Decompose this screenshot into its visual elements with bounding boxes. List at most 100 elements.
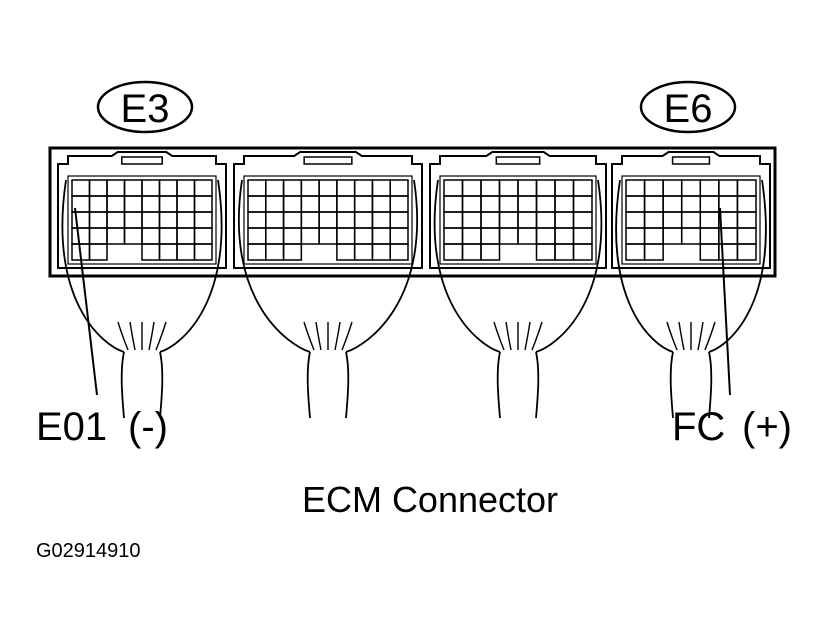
terminal-polarity-fc: (+): [742, 405, 792, 449]
harness-cable: [306, 351, 350, 419]
pin-cell: [336, 179, 356, 197]
harness-wire: [493, 321, 505, 351]
pin-cell: [498, 227, 519, 245]
pin-grid: [443, 179, 593, 261]
pin-cell: [443, 227, 464, 245]
pin-cell: [141, 195, 161, 213]
pin-cell: [625, 211, 646, 229]
pin-cell: [480, 195, 501, 213]
figure-code: G02914910: [36, 540, 141, 562]
pin-cell: [318, 227, 338, 245]
harness-right-arc: [708, 179, 767, 353]
pin-cell: [158, 195, 178, 213]
pin-cell: [176, 211, 196, 229]
harness-wire: [315, 321, 322, 351]
pin-cell: [176, 179, 196, 197]
pin-cell: [106, 179, 126, 197]
pin-cell: [106, 211, 126, 229]
pin-cell: [389, 179, 409, 197]
pin-cell: [680, 211, 702, 229]
pin-cell: [282, 227, 303, 245]
pin-cell: [371, 211, 391, 229]
pin-cell: [193, 179, 213, 197]
pin-cell: [247, 227, 267, 245]
harness-wire: [505, 321, 512, 351]
harness-wire: [678, 321, 685, 351]
pin-cell: [662, 211, 683, 229]
pin-cell: [572, 243, 593, 261]
connector-id-left: E3: [121, 87, 170, 131]
pin-cell: [643, 211, 664, 229]
harness-cable: [496, 351, 540, 419]
pin-cell: [443, 243, 464, 261]
harness-wire: [666, 321, 678, 351]
pin-cell: [88, 243, 108, 261]
pin-cell: [158, 211, 178, 229]
block-latch: [495, 156, 541, 165]
pin-cell: [736, 243, 757, 261]
connector-id-right: E6: [664, 87, 713, 131]
pin-cell: [680, 179, 702, 197]
pin-cell: [535, 227, 556, 245]
harness-left-arc: [237, 179, 311, 353]
pin-cell: [71, 227, 91, 245]
pin-cell: [662, 195, 683, 213]
pin-cell: [535, 195, 556, 213]
pin-grid-frame: [67, 175, 217, 265]
pin-cell: [176, 227, 196, 245]
pin-cell: [572, 179, 593, 197]
pin-cell: [535, 243, 556, 261]
pin-cell: [318, 179, 338, 197]
pin-cell: [389, 243, 409, 261]
pin-cell: [141, 179, 161, 197]
pin-cell: [88, 227, 108, 245]
connector-block-1: [57, 151, 227, 269]
pin-cell: [625, 227, 646, 245]
pin-cell: [625, 195, 646, 213]
pin-cell: [176, 243, 196, 261]
pin-grid-frame: [621, 175, 761, 265]
pin-cell: [193, 195, 213, 213]
block-outline: [429, 151, 607, 269]
pin-cell: [300, 227, 320, 245]
pin-cell: [193, 227, 213, 245]
pin-cell: [680, 195, 702, 213]
pin-cell: [336, 211, 356, 229]
pin-cell: [517, 227, 538, 245]
pin-cell: [300, 211, 320, 229]
pin-cell: [554, 195, 575, 213]
pin-cell: [318, 195, 338, 213]
connector-block-2: [233, 151, 423, 269]
pin-cell: [247, 195, 267, 213]
pin-cell: [247, 243, 267, 261]
harness-left-arc: [615, 179, 674, 353]
pin-cell: [461, 179, 482, 197]
pin-cell: [371, 243, 391, 261]
pin-cell: [554, 211, 575, 229]
harness-cable: [669, 351, 713, 419]
pin-cell: [461, 243, 482, 261]
block-latch: [121, 156, 163, 165]
connector-id-ellipse-left: [96, 80, 194, 134]
pin-cell: [106, 195, 126, 213]
harness-2: [237, 179, 419, 419]
harness-wire: [334, 321, 341, 351]
pin-cell: [371, 195, 391, 213]
pin-cell: [480, 211, 501, 229]
connector-id-ellipse-right: [639, 80, 737, 134]
pin-cell: [71, 179, 91, 197]
pin-cell: [265, 179, 285, 197]
pin-cell: [699, 211, 720, 229]
pin-grid: [247, 179, 409, 261]
pin-cell: [176, 195, 196, 213]
harness-wire: [155, 321, 167, 351]
pin-cell: [461, 211, 482, 229]
pin-cell: [371, 227, 391, 245]
harness-cable: [120, 351, 164, 419]
block-outline: [57, 151, 227, 269]
pin-cell: [88, 195, 108, 213]
pin-cell: [300, 195, 320, 213]
pin-cell: [554, 243, 575, 261]
pin-cell: [336, 243, 356, 261]
wire-harnesses: [61, 179, 767, 419]
